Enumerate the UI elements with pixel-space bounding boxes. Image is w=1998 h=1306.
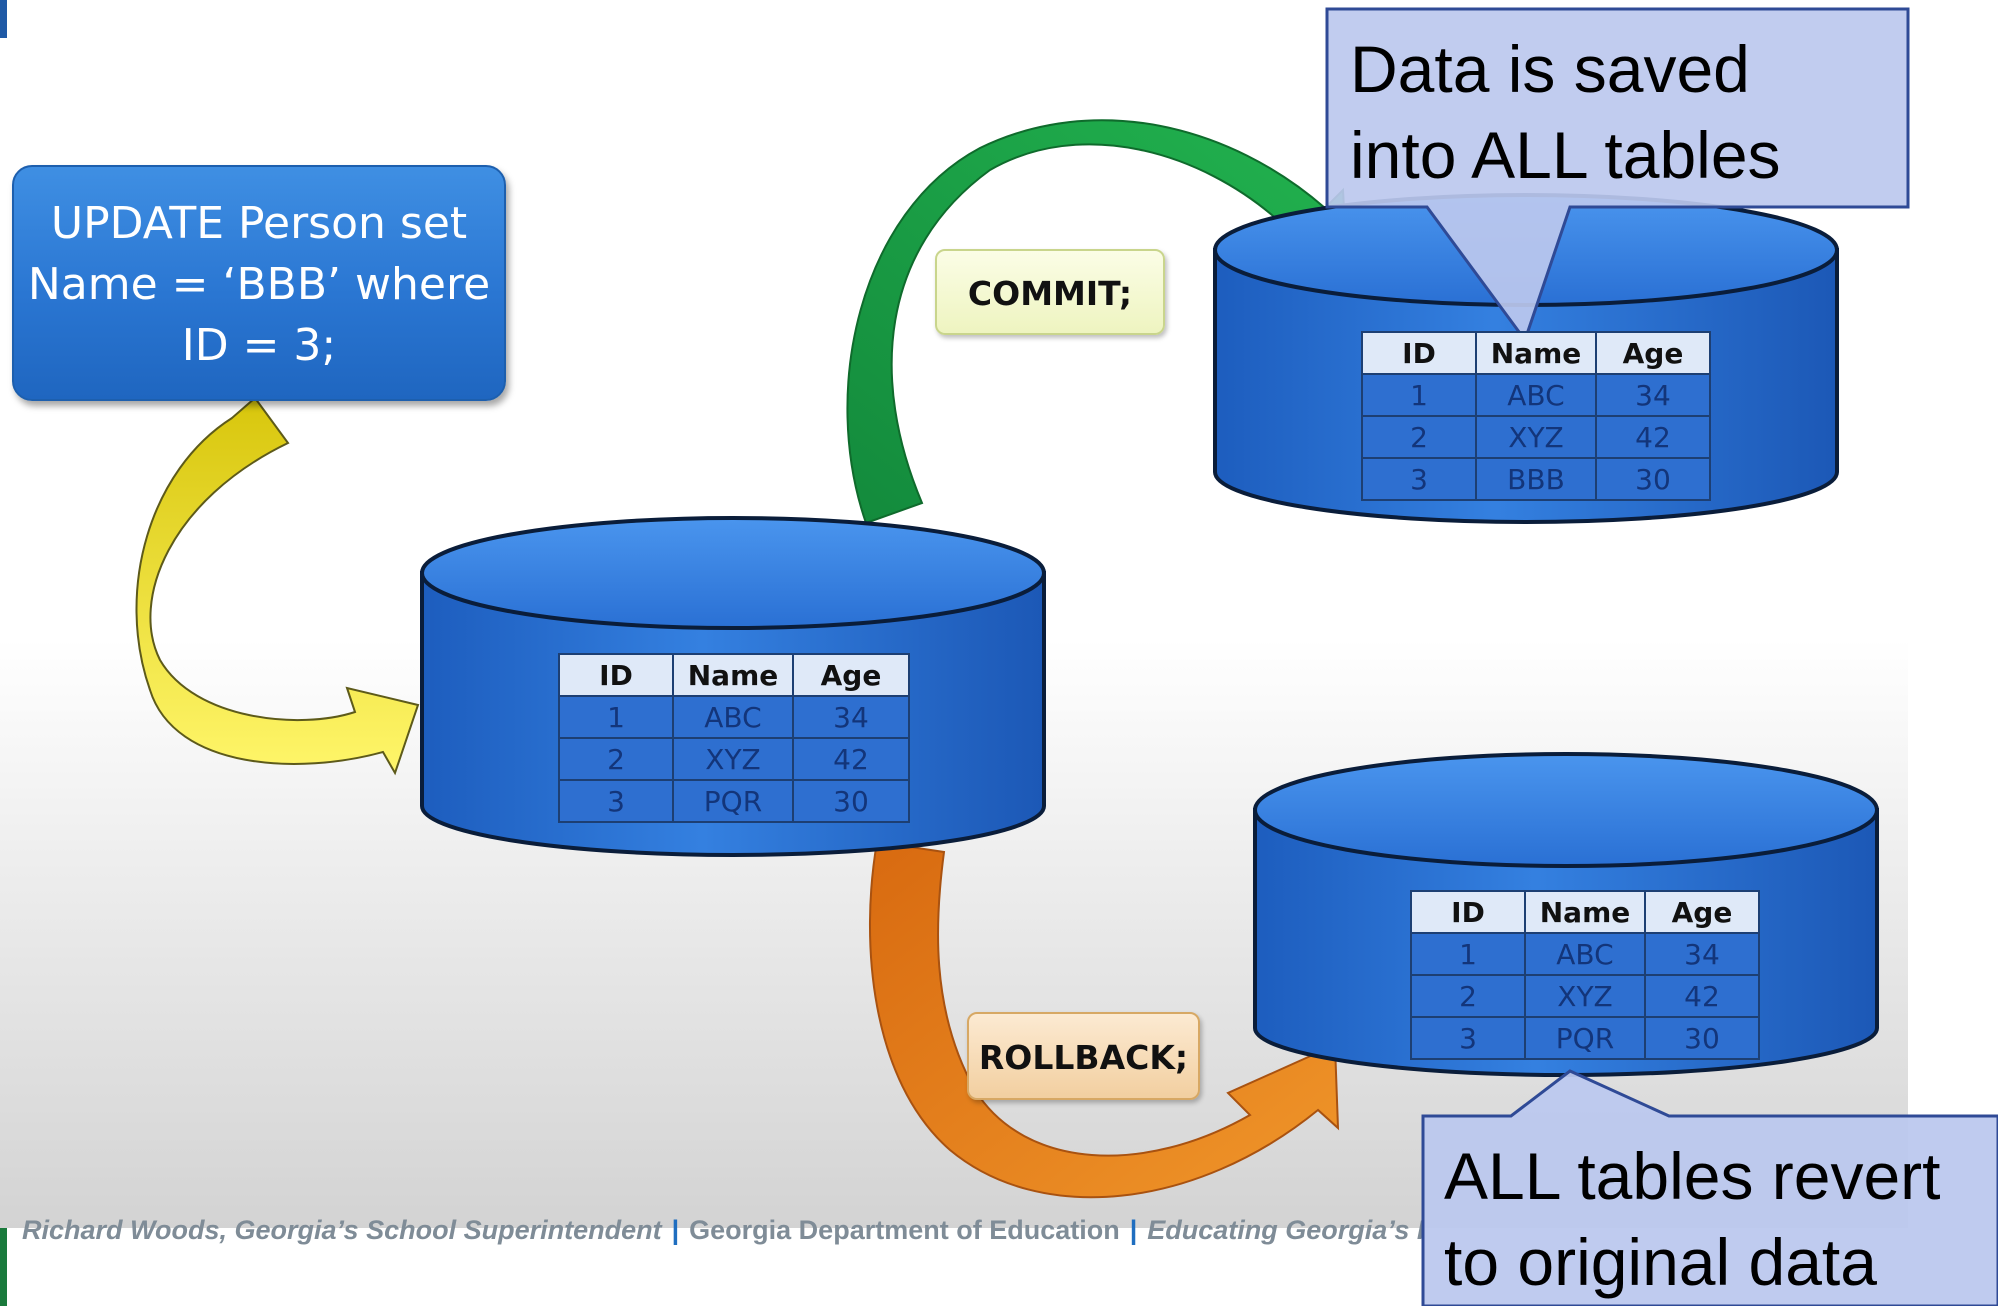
table-cell: 2 [1361, 415, 1477, 459]
table-row: 3 BBB 30 [1361, 457, 1711, 501]
table-row: 2 XYZ 42 [1361, 415, 1711, 459]
table-cell: 2 [1410, 974, 1526, 1018]
table-cell: 30 [1595, 457, 1711, 501]
table-cell: PQR [672, 779, 794, 823]
sql-statement-box: UPDATE Person set Name = ‘BBB’ where ID … [12, 165, 506, 401]
table-header-cell: Age [1595, 331, 1711, 375]
table-header-cell: ID [1361, 331, 1477, 375]
footer-tagline: Educating Georgia’s Fu [1147, 1215, 1422, 1245]
table-cell: 30 [1644, 1016, 1760, 1060]
footer-separator: | [671, 1215, 680, 1245]
table-rolled-back: ID Name Age 1 ABC 34 2 XYZ 42 3 PQR 30 [1410, 890, 1760, 1060]
table-original: ID Name Age 1 ABC 34 2 XYZ 42 3 PQR 30 [558, 653, 910, 823]
footer-superintendent: Richard Woods, Georgia’s School Superint… [22, 1215, 662, 1245]
table-cell: 1 [1410, 932, 1526, 976]
table-header-row: ID Name Age [1410, 890, 1760, 934]
table-cell: 34 [1644, 932, 1760, 976]
footer-department: Georgia Department of Education [689, 1215, 1120, 1245]
table-header-row: ID Name Age [558, 653, 910, 697]
table-row: 2 XYZ 42 [558, 737, 910, 781]
callout-line: Data is saved [1350, 32, 1750, 106]
callout-rollback-text: ALL tables revert to original data [1444, 1133, 1940, 1305]
table-header-row: ID Name Age [1361, 331, 1711, 375]
table-row: 1 ABC 34 [1361, 373, 1711, 417]
footer-separator: | [1129, 1215, 1138, 1245]
table-cell: BBB [1475, 457, 1597, 501]
table-cell: ABC [1475, 373, 1597, 417]
table-cell: XYZ [672, 737, 794, 781]
rollback-label: ROLLBACK; [967, 1012, 1200, 1100]
rollback-arrow [868, 840, 1340, 1199]
table-cell: 3 [1410, 1016, 1526, 1060]
table-cell: 2 [558, 737, 674, 781]
accent-bar-bottom [0, 1228, 7, 1306]
footer: Richard Woods, Georgia’s School Superint… [22, 1215, 1422, 1255]
table-cell: 34 [1595, 373, 1711, 417]
table-cell: PQR [1524, 1016, 1646, 1060]
callout-line: to original data [1444, 1225, 1877, 1299]
table-row: 3 PQR 30 [558, 779, 910, 823]
table-header-cell: Name [672, 653, 794, 697]
table-header-cell: Name [1524, 890, 1646, 934]
table-cell: ABC [672, 695, 794, 739]
table-cell: 1 [1361, 373, 1477, 417]
table-cell: 42 [792, 737, 910, 781]
table-cell: 34 [792, 695, 910, 739]
table-header-cell: Age [792, 653, 910, 697]
table-header-cell: Name [1475, 331, 1597, 375]
callout-line: ALL tables revert [1444, 1139, 1941, 1213]
table-header-cell: ID [1410, 890, 1526, 934]
sql-line: UPDATE Person set [50, 198, 468, 249]
table-header-cell: Age [1644, 890, 1760, 934]
sql-line: ID = 3; [181, 320, 337, 371]
callout-line: into ALL tables [1350, 118, 1781, 192]
commit-label: COMMIT; [935, 249, 1165, 335]
accent-bar-top [0, 0, 7, 38]
table-row: 2 XYZ 42 [1410, 974, 1760, 1018]
table-cell: 3 [1361, 457, 1477, 501]
table-cell: 42 [1644, 974, 1760, 1018]
table-cell: ABC [1524, 932, 1646, 976]
table-cell: XYZ [1475, 415, 1597, 459]
table-row: 1 ABC 34 [558, 695, 910, 739]
callout-rollback-shape [1421, 1069, 1998, 1306]
callout-commit-text: Data is saved into ALL tables [1350, 26, 1781, 198]
table-row: 3 PQR 30 [1410, 1016, 1760, 1060]
update-arrow [135, 396, 420, 776]
sql-line: Name = ‘BBB’ where [27, 259, 491, 310]
callout-commit-shape [1325, 7, 1910, 344]
table-cell: 42 [1595, 415, 1711, 459]
table-header-cell: ID [558, 653, 674, 697]
table-row: 1 ABC 34 [1410, 932, 1760, 976]
table-cell: 30 [792, 779, 910, 823]
table-cell: 3 [558, 779, 674, 823]
table-committed: ID Name Age 1 ABC 34 2 XYZ 42 3 BBB 30 [1361, 331, 1711, 501]
table-cell: 1 [558, 695, 674, 739]
table-cell: XYZ [1524, 974, 1646, 1018]
